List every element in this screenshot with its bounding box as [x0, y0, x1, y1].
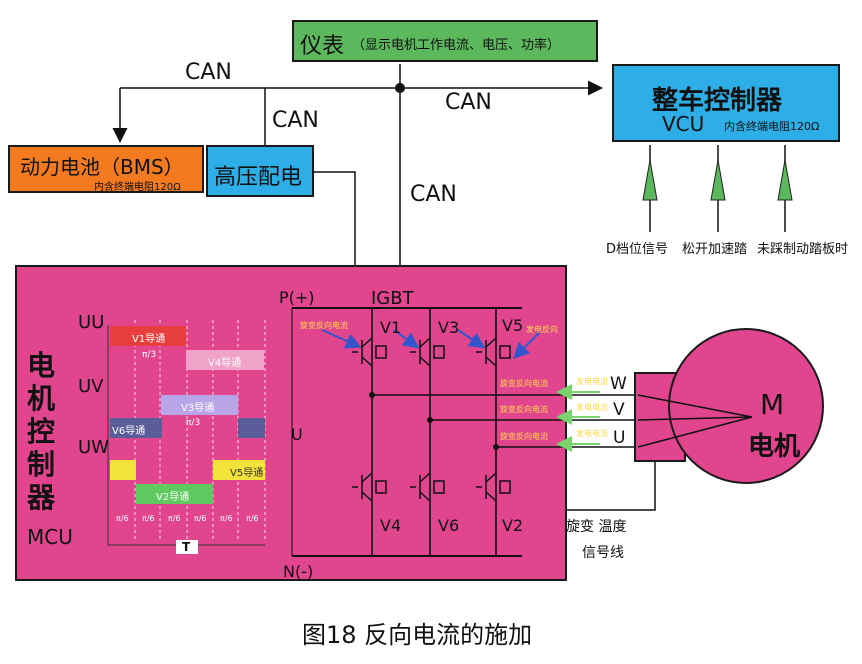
meter-box: 仪表 （显示电机工作电流、电压、功率） [292, 20, 598, 62]
vcu-box: 整车控制器 VCU 内含终端电阻120Ω [612, 64, 840, 142]
frac-label: π/6 [246, 514, 259, 523]
period-marker [176, 540, 198, 554]
frac-label: π/6 [116, 514, 129, 523]
igbt-v1 [352, 337, 387, 367]
wave-bar-label: V1导通 [132, 334, 166, 345]
dc-voltage: U [291, 425, 303, 444]
vcu-abbr: VCU [662, 112, 705, 136]
wave-bar-label: V5导通 [230, 468, 264, 479]
input-label-brake: 未踩制动踏板时 [757, 242, 849, 257]
switch-label: V1 [380, 318, 402, 337]
igbt-v5 [476, 337, 511, 367]
mcu-abbr: MCU [27, 525, 73, 549]
frac-label: π/6 [142, 514, 155, 523]
frac-label: π/6 [220, 514, 233, 523]
vcu-note: 内含终端电阻120Ω [724, 120, 820, 133]
wave-bar-v2 [136, 484, 213, 504]
frac-label: π/6 [194, 514, 207, 523]
frac-label: π/3 [186, 418, 201, 428]
uu-label: UU [78, 312, 105, 333]
wave-bar-v5b [213, 460, 265, 480]
reverse-current-note: 发电反向 [526, 325, 558, 334]
igbt-title: IGBT [371, 288, 414, 309]
vcu-title: 整车控制器 [652, 86, 783, 116]
switch-label: V5 [502, 316, 524, 335]
can-label: CAN [410, 182, 457, 207]
wave-bar-v4 [186, 350, 264, 370]
switch-label: V3 [438, 318, 460, 337]
wave-bar-v1 [110, 326, 186, 346]
wave-bar-v5 [110, 460, 136, 480]
phase-tag: 旋变反向电流 [500, 405, 548, 414]
wave-bar-v6 [110, 418, 162, 438]
wave-bar-v3 [161, 395, 238, 415]
mcu-box: 电 机 控 制 器 MCU [15, 265, 567, 581]
bms-title: 动力电池（BMS） [20, 155, 184, 179]
bms-box: 动力电池（BMS） 内含终端电阻120Ω [8, 145, 204, 193]
bms-note: 内含终端电阻120Ω [94, 182, 181, 193]
frac-label: π/3 [142, 350, 157, 360]
igbt-v2 [476, 472, 511, 502]
phase-tag: 旋变反向电流 [500, 432, 548, 441]
wave-bar-label: V4导通 [208, 358, 242, 369]
signal-line-label: 信号线 [582, 545, 624, 561]
motor-name: 电机 [748, 432, 801, 462]
switch-label: V2 [502, 516, 524, 535]
igbt-v4 [352, 472, 387, 502]
flow-tag: 发电电流 [576, 377, 608, 386]
motor-m: M [760, 388, 785, 421]
uw-label: UW [78, 437, 109, 458]
figure-caption: 图18 反向电流的施加 [302, 621, 533, 649]
wave-bar-v6b [238, 418, 265, 438]
can-label: CAN [445, 90, 492, 115]
meter-label: 仪表 [300, 34, 345, 59]
frac-label: π/6 [168, 514, 181, 523]
flow-tag: 发电电流 [576, 403, 608, 412]
can-label: CAN [185, 60, 232, 85]
can-label: CAN [272, 108, 319, 133]
wave-bar-label: V6导通 [112, 426, 146, 437]
phase-v: V [613, 400, 625, 420]
wave-bar-label: V2导通 [156, 492, 190, 503]
flow-tag: 发电电流 [576, 429, 608, 438]
igbt-v3 [410, 337, 445, 367]
switch-label: V4 [380, 516, 402, 535]
hv-box: 高压配电 [206, 145, 314, 197]
reverse-current-note: 旋变反向电流 [300, 321, 348, 330]
wave-bar-label: V3导通 [181, 403, 215, 414]
resolver-note: 旋变 温度 [566, 519, 627, 535]
igbt-v6 [410, 472, 445, 502]
phase-tag: 旋变反向电流 [500, 379, 548, 388]
phase-u: U [613, 428, 626, 448]
hv-title: 高压配电 [214, 165, 303, 190]
phase-w: W [610, 374, 627, 394]
input-label-gear: D档位信号 [606, 242, 669, 257]
period-label: T [182, 540, 191, 554]
mcu-name: 电 机 控 制 器 [27, 349, 56, 514]
uv-label: UV [78, 376, 104, 397]
bus-positive: P(+) [279, 288, 315, 307]
input-label-accel: 松开加速踏 [682, 242, 748, 257]
bus-negative: N(-) [283, 562, 314, 581]
meter-sub: （显示电机工作电流、电压、功率） [352, 38, 561, 53]
switch-label: V6 [438, 516, 460, 535]
